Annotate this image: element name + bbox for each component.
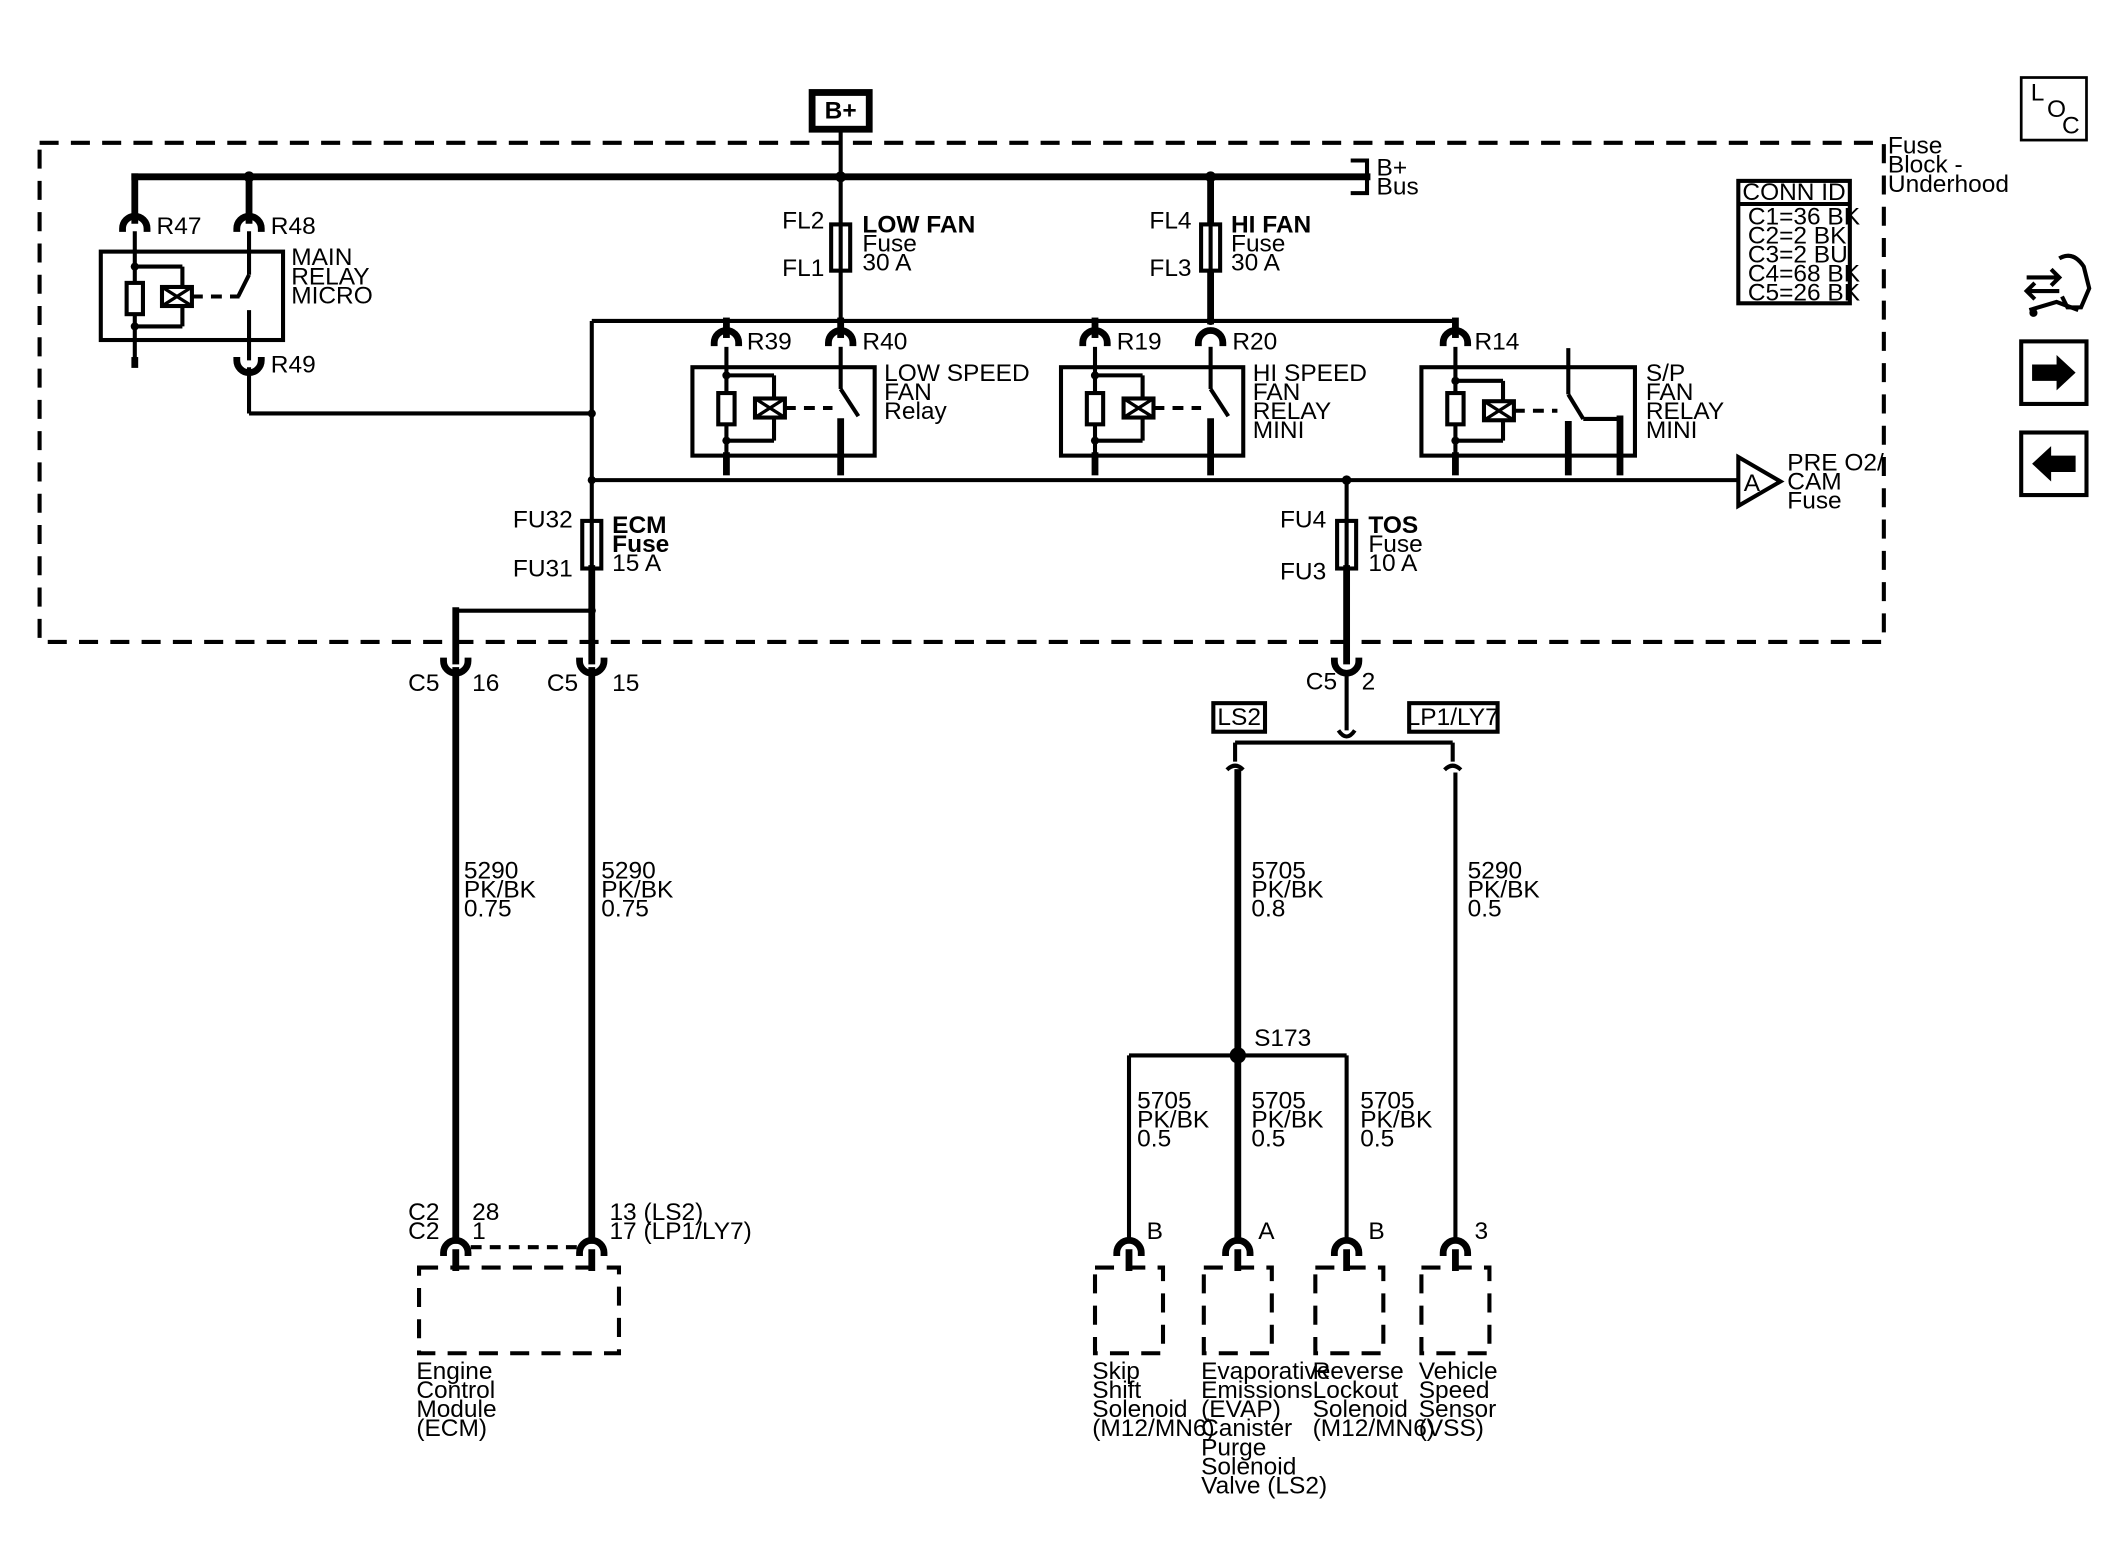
skip-label: Skip Shift Solenoid (M12/MN6) bbox=[1092, 1358, 1214, 1442]
fl2-label: FL2 bbox=[782, 207, 824, 234]
loc-l: L bbox=[2031, 80, 2045, 107]
fuse-block-outline bbox=[37, 140, 1886, 644]
low-speed-relay-label: LOW SPEED FAN Relay bbox=[884, 360, 1036, 425]
ls2-option-label: LS2 bbox=[1217, 704, 1261, 731]
wire-w6-label: 5705 PK/BK 0.5 bbox=[1251, 1087, 1330, 1152]
pre-o2-offpage-arrow bbox=[1736, 453, 1785, 510]
wire-w3-label: 5705 PK/BK 0.8 bbox=[1251, 858, 1330, 923]
fl1-label: FL1 bbox=[782, 255, 824, 282]
c5-16-conn: C5 bbox=[408, 670, 439, 697]
pre-o2-label: PRE O2/ CAM Fuse bbox=[1787, 450, 1890, 515]
ecm-right-pins: 13 (LS2) 17 (LP1/LY7) bbox=[609, 1199, 751, 1245]
evap-label: Evaporative Emissions (EVAP) Canister Pu… bbox=[1201, 1358, 1337, 1499]
lp1-option-box bbox=[1407, 701, 1500, 734]
wire-w4-label: 5290 PK/BK 0.5 bbox=[1468, 858, 1547, 923]
ecm-fuse bbox=[452, 518, 604, 665]
connector-view-icon[interactable] bbox=[2023, 253, 2092, 317]
bplus-source-box bbox=[808, 89, 873, 133]
loc-c: C bbox=[2062, 112, 2080, 139]
evap-solenoid bbox=[1201, 1237, 1274, 1356]
r14-label: R14 bbox=[1474, 329, 1519, 356]
splice-s173-label: S173 bbox=[1254, 1025, 1311, 1052]
lp1-option-label: LP1/LY7 bbox=[1407, 704, 1499, 731]
wire-w1-label: 5290 PK/BK 0.75 bbox=[464, 858, 543, 923]
r39-label: R39 bbox=[747, 329, 792, 356]
r40-label: R40 bbox=[862, 329, 907, 356]
c5-15-pin: 15 bbox=[612, 670, 639, 697]
next-page-button[interactable] bbox=[2019, 339, 2089, 406]
c5-15-conn: C5 bbox=[547, 670, 578, 697]
r49-label: R49 bbox=[271, 352, 316, 379]
hi-speed-fan-relay bbox=[1058, 317, 1246, 476]
fu4-label: FU4 bbox=[1280, 507, 1326, 534]
vehicle-speed-sensor bbox=[1419, 1237, 1492, 1356]
reverse-lockout-solenoid bbox=[1313, 1237, 1386, 1356]
reverse-pin: B bbox=[1368, 1218, 1384, 1245]
sp-relay-label: S/P FAN RELAY MINI bbox=[1646, 360, 1731, 444]
c5-2-conn: C5 bbox=[1306, 669, 1337, 696]
r19-label: R19 bbox=[1117, 329, 1162, 356]
evap-pin: A bbox=[1258, 1218, 1275, 1245]
ecm-left-pins: 28 1 bbox=[472, 1199, 506, 1245]
hi-fan-fuse bbox=[1199, 173, 1223, 325]
skip-shift-solenoid bbox=[1092, 1237, 1166, 1356]
conn-id-rows: C1=36 BK C2=2 BK C3=2 BU C4=68 BK C5=26 … bbox=[1748, 203, 1867, 306]
loc-o: O bbox=[2047, 96, 2066, 123]
option-split bbox=[1225, 670, 1463, 772]
pre-o2-letter: A bbox=[1744, 470, 1761, 497]
arrow-left-icon bbox=[2032, 446, 2076, 482]
fl3-label: FL3 bbox=[1149, 255, 1191, 282]
wire-w2-label: 5290 PK/BK 0.75 bbox=[601, 858, 680, 923]
main-relay bbox=[98, 173, 592, 416]
fuse-block-label: Fuse Block - Underhood bbox=[1888, 133, 2009, 198]
low-fan-fuse-label: LOW FAN Fuse 30 A bbox=[862, 212, 982, 277]
hi-fan-fuse-label: HI FAN Fuse 30 A bbox=[1231, 212, 1318, 277]
fu31-label: FU31 bbox=[513, 556, 573, 583]
bus-bar-label: B+ Bus bbox=[1377, 154, 1419, 200]
loc-button[interactable]: L O C bbox=[2019, 76, 2088, 142]
r48-label: R48 bbox=[271, 213, 316, 240]
wire-w7-label: 5705 PK/BK 0.5 bbox=[1360, 1087, 1439, 1152]
ecm-fuse-label: ECM Fuse 15 A bbox=[612, 512, 676, 577]
c5-2-pin: 2 bbox=[1362, 669, 1376, 696]
bus-bar-symbol bbox=[1350, 158, 1370, 196]
ecm-connector bbox=[440, 1237, 608, 1271]
ecm-module-label: Engine Control Module (ECM) bbox=[416, 1358, 503, 1442]
previous-page-button[interactable] bbox=[2019, 430, 2089, 498]
ls2-option-box bbox=[1211, 701, 1268, 734]
low-speed-fan-relay bbox=[690, 317, 877, 476]
vss-label: Vehicle Speed Sensor (VSS) bbox=[1419, 1358, 1505, 1442]
skip-pin: B bbox=[1147, 1218, 1163, 1245]
hi-speed-relay-label: HI SPEED FAN RELAY MINI bbox=[1253, 360, 1374, 444]
fu3-label: FU3 bbox=[1280, 558, 1326, 585]
low-fan-fuse bbox=[829, 176, 853, 321]
ecm-module bbox=[417, 1265, 622, 1356]
reverse-label: Reverse Lockout Solenoid (M12/MN6) bbox=[1313, 1358, 1435, 1442]
r47-label: R47 bbox=[157, 213, 202, 240]
tos-fuse-label: TOS Fuse 10 A bbox=[1368, 512, 1429, 577]
arrow-right-icon bbox=[2032, 354, 2076, 391]
fl4-label: FL4 bbox=[1149, 207, 1191, 234]
ecm-conn-ids: C2 C2 bbox=[408, 1199, 446, 1245]
wire-w5-label: 5705 PK/BK 0.5 bbox=[1137, 1087, 1216, 1152]
conn-id-title: CONN ID bbox=[1742, 179, 1845, 206]
sp-fan-relay bbox=[1419, 317, 1637, 476]
main-relay-label: MAIN RELAY MICRO bbox=[291, 244, 376, 309]
conn-id-table bbox=[1736, 178, 1852, 306]
fu32-label: FU32 bbox=[513, 507, 573, 534]
bplus-source-label: B+ bbox=[825, 97, 857, 124]
r20-label: R20 bbox=[1232, 329, 1277, 356]
tos-fuse bbox=[1335, 480, 1359, 665]
vss-pin: 3 bbox=[1474, 1218, 1488, 1245]
c5-16-pin: 16 bbox=[472, 670, 499, 697]
c5-connectors bbox=[440, 657, 1363, 677]
